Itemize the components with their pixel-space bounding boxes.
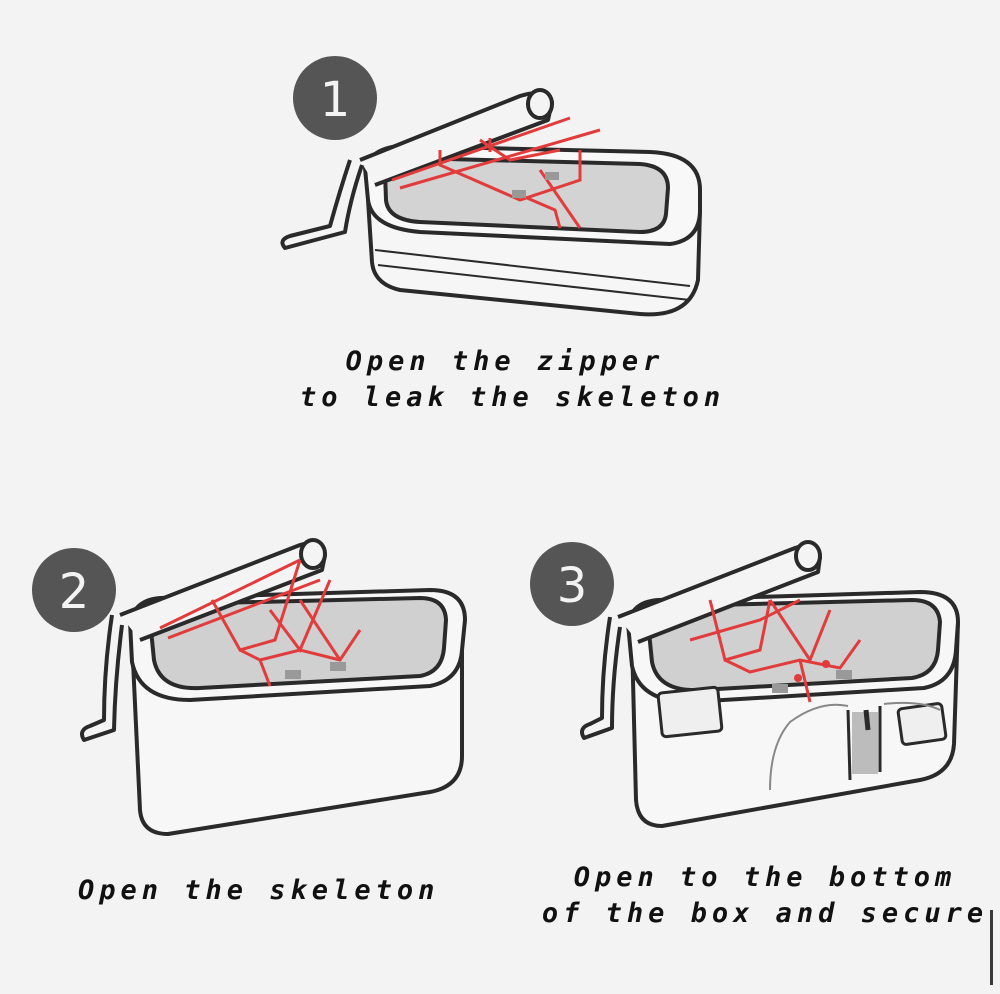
svg-text:1: 1 bbox=[320, 72, 351, 128]
step-3-frame bbox=[689, 598, 862, 703]
step-1-frame bbox=[391, 116, 601, 229]
step-2-caption: Open the skeleton bbox=[78, 873, 439, 909]
step-3-caption-line2: of the box and secure bbox=[541, 898, 989, 929]
step-3-badge: 3 bbox=[530, 542, 614, 626]
step-2-box-open bbox=[80, 538, 467, 836]
step-3-caption: Open to the bottom of the box and secure bbox=[540, 860, 990, 932]
step-3-box-secured bbox=[580, 540, 960, 828]
step-1-caption-line1: Open the zipper bbox=[345, 346, 665, 377]
svg-text:3: 3 bbox=[557, 558, 588, 614]
step-2-caption-line1: Open the skeleton bbox=[78, 875, 440, 906]
step-3-caption-line1: Open to the bottom bbox=[573, 862, 957, 893]
step-2-badge: 2 bbox=[32, 548, 116, 632]
step-2-frame bbox=[159, 558, 362, 687]
edge-divider bbox=[990, 910, 993, 985]
step-1-caption: Open the zipper to leak the skeleton bbox=[300, 344, 726, 416]
step-1-caption-line2: to leak the skeleton bbox=[300, 382, 726, 413]
svg-text:2: 2 bbox=[59, 564, 90, 620]
step-1-badge: 1 bbox=[293, 56, 377, 140]
